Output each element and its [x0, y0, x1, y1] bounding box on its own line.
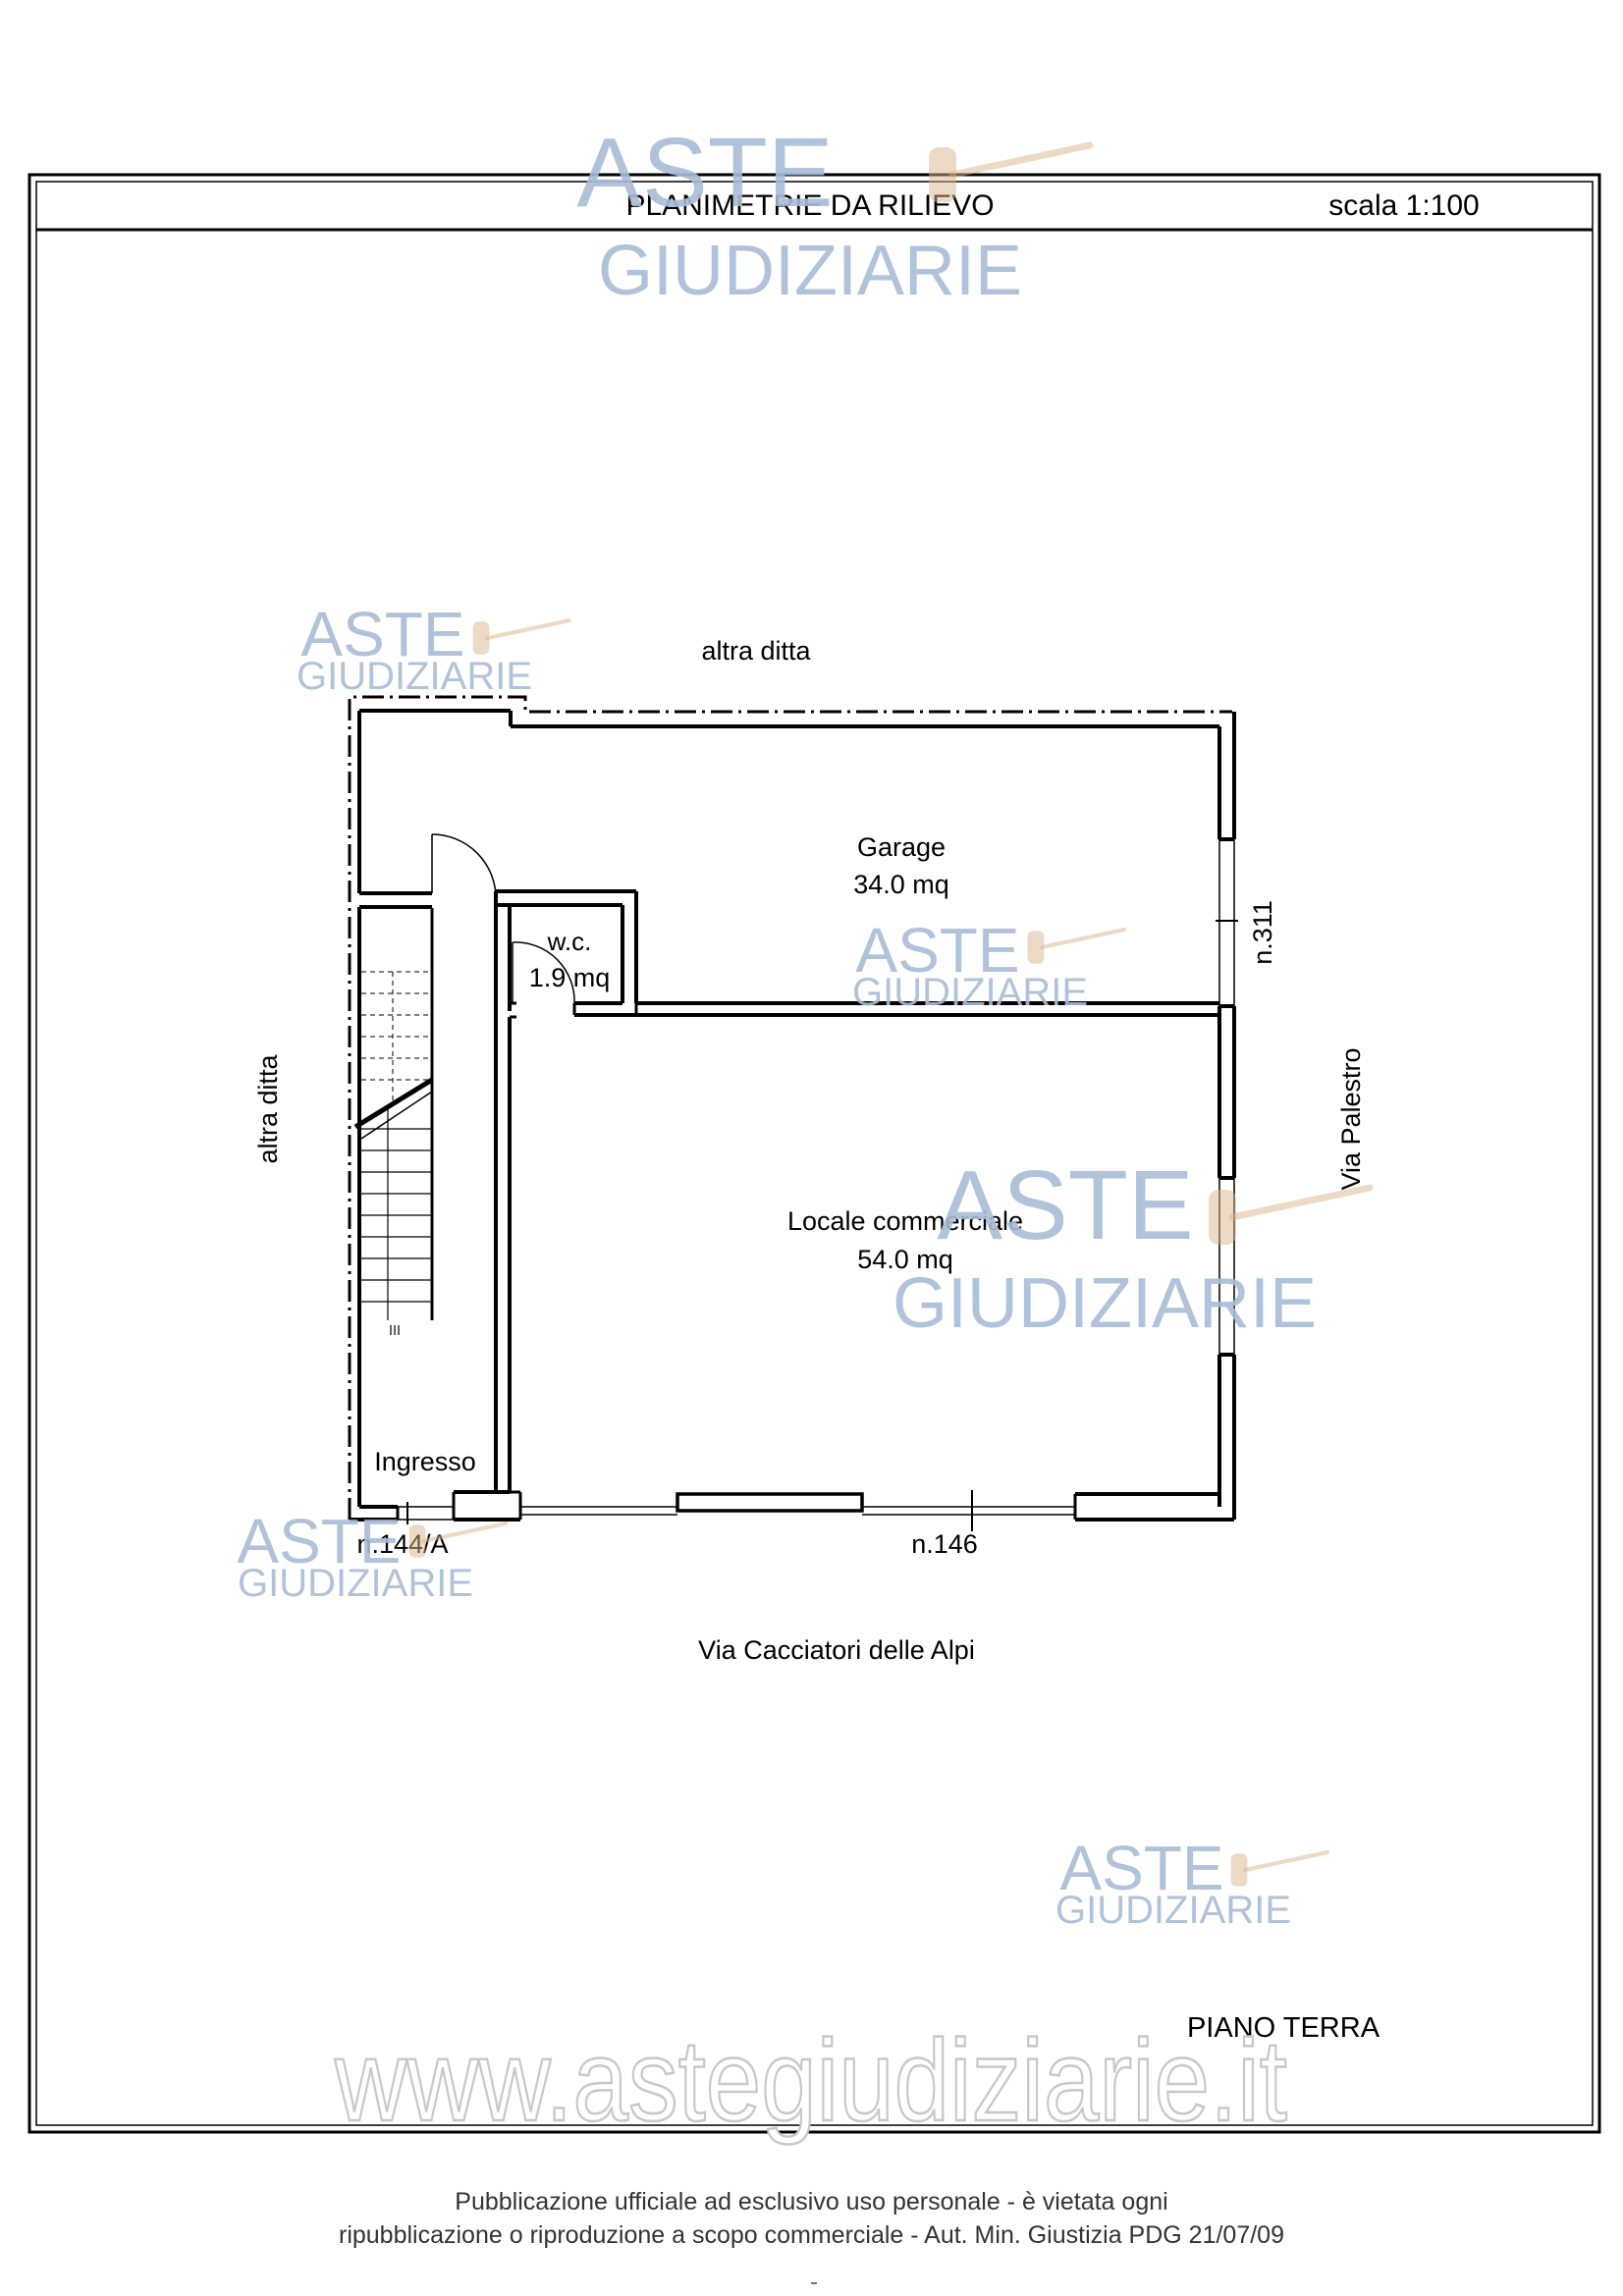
svg-text:ASTE: ASTE [1059, 1833, 1223, 1903]
svg-text:GIUDIZIARIE: GIUDIZIARIE [852, 971, 1088, 1014]
west-neighbor: altra ditta [253, 1053, 283, 1163]
svg-text:ASTE: ASTE [300, 599, 464, 669]
watermark-upper-left: ASTE GIUDIZIARIE [297, 599, 569, 698]
svg-text:GIUDIZIARIE: GIUDIZIARIE [893, 1264, 1317, 1343]
staircase [353, 971, 434, 1335]
door-swings [431, 833, 575, 1004]
civic-number-shop: n.146 [911, 1529, 978, 1559]
watermark-lower-left: ASTE GIUDIZIARIE [237, 1506, 506, 1605]
url-watermark: www.astegiudiziarie.it [334, 2016, 1287, 2146]
watermark-top: ASTE GIUDIZIARIE [576, 118, 1090, 310]
garage-area: 34.0 mq [853, 870, 949, 899]
shop-area: 54.0 mq [857, 1245, 953, 1274]
walls [348, 695, 1238, 1531]
wc-area: 1.9 mq [529, 963, 611, 992]
wc-name: w.c. [547, 927, 592, 956]
watermark-center: ASTE GIUDIZIARIE [893, 1150, 1370, 1343]
floor-label: PIANO TERRA [1187, 2012, 1380, 2044]
garage-name: Garage [857, 832, 946, 862]
svg-text:GIUDIZIARIE: GIUDIZIARIE [598, 232, 1022, 310]
civic-number-entrance: n.144/A [356, 1529, 448, 1559]
shop-name: Locale commerciale [787, 1206, 1023, 1236]
plan-scale: scala 1:100 [1328, 189, 1479, 222]
svg-text:ASTE: ASTE [937, 1150, 1193, 1260]
svg-text:GIUDIZIARIE: GIUDIZIARIE [1055, 1889, 1291, 1932]
north-neighbor: altra ditta [701, 636, 811, 666]
svg-text:GIUDIZIARIE: GIUDIZIARIE [238, 1562, 473, 1605]
footer-line-2: ripubblicazione o riproduzione a scopo c… [339, 2221, 1284, 2249]
south-street: Via Cacciatori delle Alpi [698, 1635, 975, 1665]
watermark-lower-right: ASTE GIUDIZIARIE [1055, 1833, 1327, 1932]
sheet-frame [27, 173, 1601, 2134]
civic-number-garage: n.311 [1248, 900, 1277, 965]
svg-text:ASTE: ASTE [237, 1506, 401, 1576]
footer-line-1: Pubblicazione ufficiale ad esclusivo uso… [455, 2188, 1168, 2216]
watermark-center-upper: ASTE GIUDIZIARIE [852, 915, 1124, 1014]
svg-text:GIUDIZIARIE: GIUDIZIARIE [297, 655, 532, 698]
legal-footer: Pubblicazione ufficiale ad esclusivo uso… [0, 2185, 1623, 2252]
svg-text:ASTE: ASTE [855, 915, 1019, 986]
svg-text:ASTE: ASTE [576, 118, 833, 228]
entrance-name: Ingresso [374, 1447, 476, 1476]
east-street: Via Palestro [1336, 1047, 1366, 1190]
